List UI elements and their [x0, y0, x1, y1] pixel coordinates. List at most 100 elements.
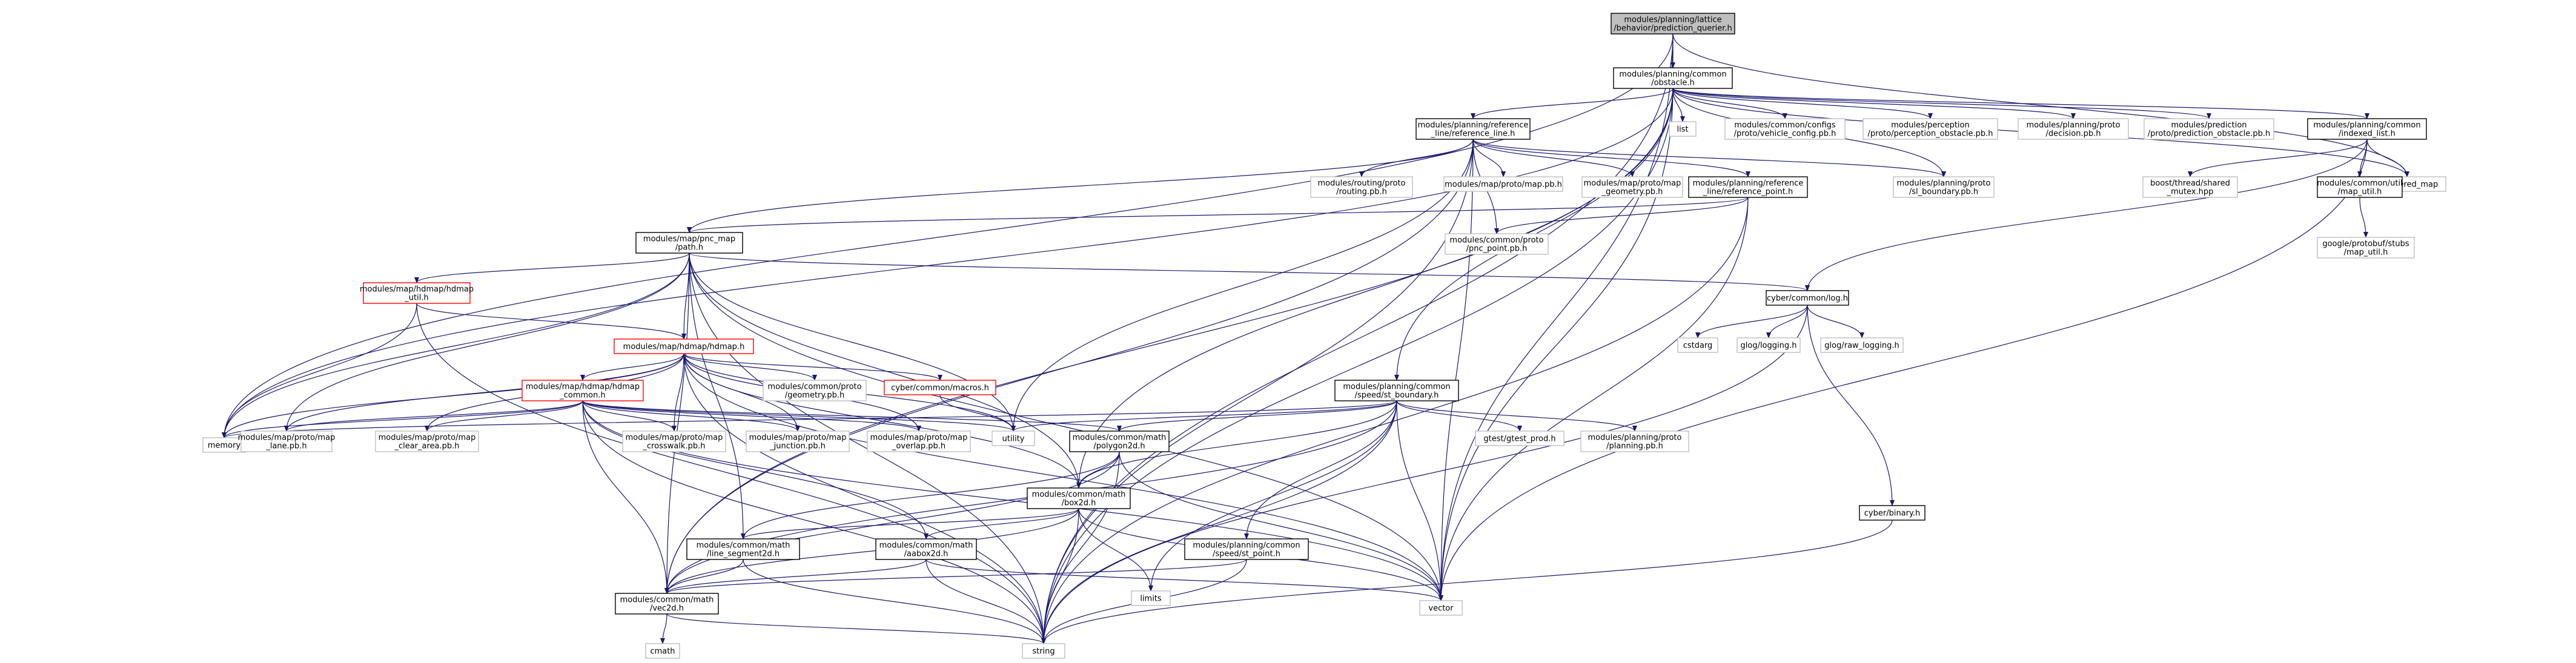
edge-reference_line-to-utility: [1011, 139, 1474, 432]
edge-hdmap_common-to-vec2d: [582, 400, 669, 594]
node-map-pb: modules/map/proto/map.pb.h: [1443, 176, 1563, 192]
edge-hdmap-to-proto_geometry: [683, 353, 817, 381]
edge-speedst_boundary-to-memory: [222, 400, 1397, 438]
node-label-line: modules/map/proto/map: [749, 434, 847, 443]
node-perception-obstacle: modules/perception/proto/perception_obst…: [1862, 118, 1998, 140]
node-label-line: /aabox2d.h: [904, 550, 949, 559]
node-prediction-obstacle: modules/prediction/proto/prediction_obst…: [2144, 118, 2274, 140]
edge-obstacle-to-string: [1041, 88, 1674, 644]
edge-hdmap_common-to-string: [582, 400, 1046, 644]
node-pnc-point: modules/common/proto/pnc_point.pb.h: [1445, 233, 1549, 255]
node-label-line: modules/map/pnc_map: [643, 235, 735, 244]
node-label-line: _line/reference_line.h: [1431, 130, 1515, 139]
node-limits: limits: [1131, 590, 1171, 606]
edge-box2d-to-vec2d: [664, 508, 1079, 594]
node-label-line: /routing.pb.h: [1336, 188, 1387, 197]
node-label-line: /vec2d.h: [650, 604, 684, 613]
node-label-line: boost/thread/shared: [2150, 179, 2230, 188]
edge-binary-to-string: [1041, 520, 1893, 644]
edge-line_segment2d-to-vec2d: [664, 559, 744, 594]
edges-layer: [222, 33, 2409, 644]
edge-root-to-memory: [222, 33, 1674, 438]
node-vec2d[interactable]: modules/common/math/vec2d.h: [615, 593, 719, 615]
node-label-line: modules/common/proto: [767, 383, 861, 392]
edge-vec2d-to-cmath: [660, 613, 667, 644]
node-aabox2d[interactable]: modules/common/math/aabox2d.h: [875, 538, 977, 560]
edge-log-to-string: [1041, 305, 1808, 644]
node-label-line: /proto/prediction_obstacle.pb.h: [2148, 130, 2271, 139]
node-hdmap-util[interactable]: modules/map/hdmap/hdmap_util.h: [360, 282, 474, 304]
node-box: [1737, 337, 1801, 353]
node-map-util[interactable]: modules/common/util/map_util.h: [2317, 176, 2403, 198]
node-box: [1893, 176, 1995, 198]
node-speedst-point[interactable]: modules/planning/common/speed/st_point.h: [1184, 538, 1309, 560]
node-root[interactable]: modules/planning/lattice/behavior/predic…: [1611, 13, 1735, 35]
node-box: [1862, 118, 1998, 140]
edge-hdmap_common-to-polygon2d: [582, 400, 1122, 432]
edge-speedst_boundary-to-box2d: [1076, 400, 1397, 489]
edge-indexed_list-to-shared_mutex: [2188, 139, 2368, 177]
edge-reference_line-to-reference_point: [1472, 139, 1750, 177]
node-pnc-map-path[interactable]: modules/map/pnc_map/path.h: [635, 232, 743, 254]
node-box: [1475, 430, 1564, 446]
node-box: [202, 437, 246, 453]
edge-root-to-unordered_map: [1672, 33, 2409, 177]
edge-obstacle-to-perception_obstacle: [1672, 88, 1933, 119]
edge-aabox2d-to-string: [925, 559, 1046, 644]
edge-hdmap-to-hdmap_common: [580, 353, 684, 381]
node-obstacle[interactable]: modules/planning/common/obstacle.h: [1613, 67, 1733, 89]
node-memory: memory: [202, 437, 246, 453]
node-label-line: _util.h: [404, 294, 428, 303]
node-decision: modules/planning/proto/decision.pb.h: [2018, 118, 2129, 140]
node-label-line: modules/planning/proto: [1588, 434, 1682, 443]
node-sl-boundary: modules/planning/proto/sl_boundary.pb.h: [1893, 176, 1995, 198]
node-label-line: /line_segment2d.h: [707, 550, 780, 559]
node-speedst-boundary[interactable]: modules/planning/common/speed/st_boundar…: [1334, 380, 1459, 401]
node-box: [1724, 118, 1846, 140]
node-label-line: modules/common/math: [1073, 434, 1167, 443]
node-shared-mutex: boost/thread/shared_mutex.hpp: [2142, 176, 2238, 198]
node-label-line: /obstacle.h: [1651, 79, 1695, 88]
edge-obstacle-to-prediction_obstacle: [1672, 88, 2211, 119]
node-box: [1611, 13, 1735, 35]
node-line-segment2d[interactable]: modules/common/math/line_segment2d.h: [686, 538, 800, 560]
node-label-line: /path.h: [675, 243, 703, 252]
node-planning-pb: modules/planning/proto/planning.pb.h: [1580, 430, 1689, 452]
node-label-line: modules/map/hdmap/hdmap: [526, 383, 640, 392]
edge-box2d-to-string: [1041, 508, 1079, 644]
node-macros[interactable]: cyber/common/macros.h: [884, 380, 996, 395]
node-label-line: _crosswalk.pb.h: [643, 442, 706, 451]
node-box: [746, 430, 850, 452]
node-box: [884, 380, 996, 395]
edge-hdmap-to-string: [683, 353, 1046, 644]
node-box2d[interactable]: modules/common/math/box2d.h: [1027, 487, 1131, 509]
node-label-line: modules/prediction: [2171, 121, 2247, 130]
edge-macros-to-utility: [939, 394, 1016, 432]
node-protobuf-map-util: google/protobuf/stubs/map_util.h: [2317, 237, 2415, 259]
node-log[interactable]: cyber/common/log.h: [1766, 290, 1849, 306]
edge-polygon2d-to-vector: [1119, 451, 1443, 601]
node-label-line: /polygon2d.h: [1093, 442, 1145, 451]
node-hdmap-common[interactable]: modules/map/hdmap/hdmap_common.h: [521, 380, 644, 401]
edge-speedst_boundary-to-planning_pb: [1396, 400, 1637, 432]
edge-log-to-cstdarg: [1695, 305, 1808, 338]
node-label-line: /sl_boundary.pb.h: [1909, 188, 1978, 197]
node-proto-geometry: modules/common/proto/geometry.pb.h: [763, 380, 867, 401]
node-indexed-list[interactable]: modules/planning/common/indexed_list.h: [2307, 118, 2427, 140]
node-overlap-pb: modules/map/proto/map_overlap.pb.h: [867, 430, 971, 452]
node-label-line: /speed/st_point.h: [1213, 550, 1280, 559]
node-label-line: cmath: [650, 647, 675, 656]
node-label-line: _clear_area.pb.h: [394, 442, 459, 451]
node-binary[interactable]: cyber/binary.h: [1859, 505, 1925, 521]
node-reference-line[interactable]: modules/planning/reference_line/referenc…: [1415, 118, 1531, 140]
node-label-line: google/protobuf/stubs: [2322, 240, 2409, 249]
node-hdmap[interactable]: modules/map/hdmap/hdmap.h: [614, 338, 754, 354]
node-box: [2142, 176, 2238, 198]
node-polygon2d[interactable]: modules/common/math/polygon2d.h: [1069, 430, 1170, 452]
node-reference-point[interactable]: modules/planning/reference_line/referenc…: [1688, 176, 1808, 198]
edge-hdmap_common-to-utility: [582, 400, 1016, 432]
edge-speedst_boundary-to-utility: [1011, 400, 1397, 432]
edge-root-to-vector: [1439, 33, 1674, 601]
edge-hdmap_common-to-overlap_pb: [582, 400, 921, 432]
